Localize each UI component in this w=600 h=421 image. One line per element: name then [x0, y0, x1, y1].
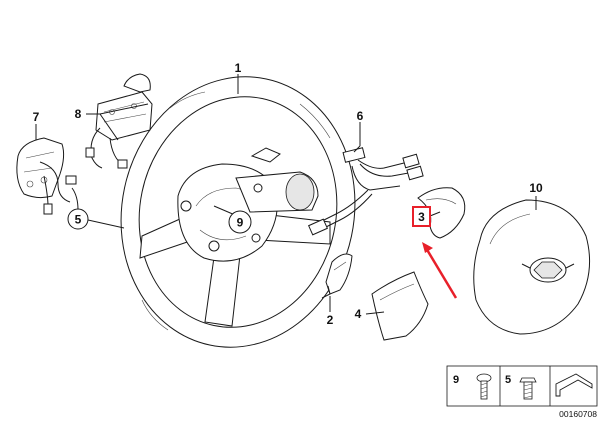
- hardware-legend: 9 5: [446, 365, 598, 407]
- callout-6: 6: [357, 109, 364, 123]
- svg-text:5: 5: [75, 213, 82, 227]
- step-arrow-icon: [555, 373, 593, 397]
- svg-text:9: 9: [237, 216, 244, 230]
- callout-8: 8: [75, 107, 82, 121]
- part-7-switch-module: [16, 137, 79, 215]
- part-4-lower-cover: [371, 271, 429, 341]
- callout-5-circled: 5: [67, 208, 89, 230]
- callout-1: 1: [235, 61, 242, 75]
- part-6-wiring-harness: [307, 147, 424, 236]
- callout-4: 4: [355, 307, 362, 321]
- callout-10: 10: [529, 181, 543, 195]
- screw-9-icon: [476, 373, 492, 400]
- diagram-number: 00160708: [559, 409, 597, 419]
- highlight-arrow: [422, 242, 458, 299]
- leader-lines: [35, 74, 537, 315]
- svg-text:3: 3: [418, 210, 425, 224]
- legend-screw-5-label: 5: [505, 374, 511, 386]
- callout-labels: 1 6 7 8 2 4 10: [33, 61, 543, 327]
- part-10-airbag: [473, 199, 591, 335]
- screw-5-icon: [519, 377, 537, 400]
- callout-7: 7: [33, 110, 40, 124]
- part-2-small-cover: [321, 253, 353, 299]
- callout-2: 2: [327, 313, 334, 327]
- callout-3-highlighted: 3: [412, 206, 431, 227]
- callout-9-circled: 9: [228, 210, 252, 234]
- legend-screw-9-label: 9: [453, 374, 459, 386]
